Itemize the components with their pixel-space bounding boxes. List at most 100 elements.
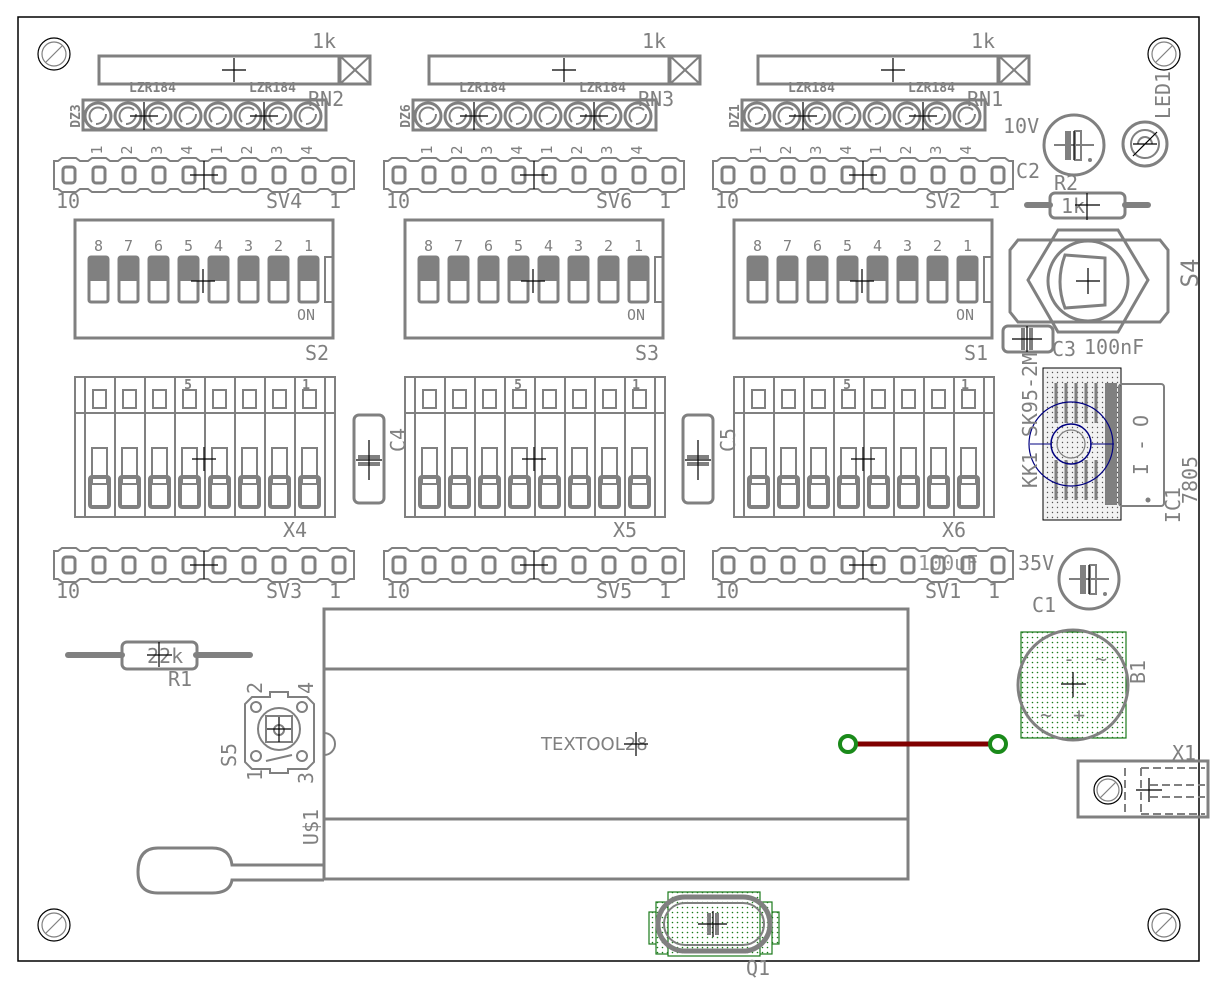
header-pin[interactable] bbox=[571, 165, 587, 185]
jumper-wire bbox=[838, 734, 1008, 754]
resistor-r2[interactable]: 1k R2 bbox=[1024, 171, 1151, 220]
header-pin[interactable] bbox=[930, 555, 946, 575]
capacitor-c5[interactable]: C5 bbox=[681, 413, 740, 505]
led-part-label: LZR184 bbox=[249, 81, 296, 96]
pin-number: 4 bbox=[178, 145, 196, 154]
header-pin[interactable] bbox=[61, 165, 77, 185]
header-right-number: 1 bbox=[659, 579, 671, 603]
header-pin[interactable] bbox=[451, 165, 467, 185]
dip-number: 1 bbox=[634, 237, 643, 255]
header-pin[interactable] bbox=[61, 555, 77, 575]
header-pin[interactable] bbox=[421, 165, 437, 185]
dip-on-label: ON bbox=[956, 306, 974, 324]
crystal-q1[interactable]: Q1 bbox=[648, 891, 780, 980]
header-pin[interactable] bbox=[750, 555, 766, 575]
header-pin[interactable] bbox=[151, 555, 167, 575]
resistor-network[interactable]: 1k bbox=[97, 29, 372, 86]
header-pin[interactable] bbox=[481, 165, 497, 185]
header-pin[interactable] bbox=[810, 555, 826, 575]
slide-mark-5: 5 bbox=[514, 378, 522, 393]
header-pin[interactable] bbox=[331, 165, 347, 185]
header-pin[interactable] bbox=[121, 165, 137, 185]
pushbutton-s5[interactable]: 2 4 1 3 S5 bbox=[217, 682, 318, 784]
header-pin[interactable] bbox=[301, 555, 317, 575]
header-pin[interactable] bbox=[661, 555, 677, 575]
header-pin[interactable] bbox=[750, 165, 766, 185]
dip-number: 2 bbox=[933, 237, 942, 255]
header-pin[interactable] bbox=[271, 555, 287, 575]
capacitor-c2[interactable]: 10V C2 bbox=[1003, 113, 1106, 183]
header-pin[interactable] bbox=[391, 555, 407, 575]
header-pin[interactable] bbox=[301, 165, 317, 185]
regulator-ic1[interactable]: I - O IC1 7805 bbox=[1118, 383, 1202, 523]
resistor-network[interactable]: 1k bbox=[427, 29, 702, 86]
dip-number: 2 bbox=[604, 237, 613, 255]
capacitor-c3[interactable]: C3 100nF bbox=[1001, 324, 1144, 361]
header-pin[interactable] bbox=[900, 165, 916, 185]
header-pin[interactable] bbox=[990, 165, 1006, 185]
header-left-number: 10 bbox=[386, 189, 410, 213]
dip-number: 6 bbox=[154, 237, 163, 255]
dip-number: 5 bbox=[514, 237, 523, 255]
header-pin[interactable] bbox=[930, 165, 946, 185]
header-pin[interactable] bbox=[391, 165, 407, 185]
header-pin[interactable] bbox=[601, 165, 617, 185]
header-pin[interactable] bbox=[631, 165, 647, 185]
header-pin[interactable] bbox=[121, 555, 137, 575]
header-pin[interactable] bbox=[661, 165, 677, 185]
header-pin[interactable] bbox=[571, 555, 587, 575]
header-pin[interactable] bbox=[631, 555, 647, 575]
header-pin[interactable] bbox=[780, 165, 796, 185]
header-pin[interactable] bbox=[91, 555, 107, 575]
header-pin[interactable] bbox=[900, 555, 916, 575]
header-pin[interactable] bbox=[421, 555, 437, 575]
header-pin[interactable] bbox=[601, 555, 617, 575]
resistor-network[interactable]: 1k bbox=[756, 29, 1031, 86]
capacitor-c4[interactable]: C4 bbox=[352, 413, 410, 505]
header-pin[interactable] bbox=[720, 165, 736, 185]
header-pin[interactable] bbox=[451, 555, 467, 575]
led1[interactable]: LED1 bbox=[1121, 71, 1175, 168]
header-pin[interactable] bbox=[960, 555, 976, 575]
header-right-number: 1 bbox=[329, 189, 341, 213]
header-pin[interactable] bbox=[91, 165, 107, 185]
ic1-label: IC1 bbox=[1161, 487, 1185, 523]
header-pin[interactable] bbox=[241, 555, 257, 575]
header-pin[interactable] bbox=[960, 165, 976, 185]
header-pin[interactable] bbox=[271, 165, 287, 185]
switch-s4[interactable]: S4 bbox=[1008, 228, 1204, 334]
capacitor-c1[interactable]: 35V C1 100uF bbox=[918, 547, 1121, 617]
bridge-rectifier-b1[interactable]: - ~ ~ + B1 bbox=[1016, 628, 1150, 742]
resistor-r1[interactable]: 22k R1 bbox=[65, 640, 253, 691]
header-pin[interactable] bbox=[331, 555, 347, 575]
pin-number: 4 bbox=[957, 145, 975, 154]
header-pin[interactable] bbox=[241, 165, 257, 185]
zif-socket-u1[interactable]: TEXTOOL28 U$1 bbox=[136, 607, 910, 895]
dip-number: 6 bbox=[484, 237, 493, 255]
header-name: SV4 bbox=[266, 189, 302, 213]
dip-number: 4 bbox=[873, 237, 882, 255]
header-pin[interactable] bbox=[151, 165, 167, 185]
heatsink-kk1[interactable]: KK1 SK95-2M bbox=[1018, 353, 1122, 521]
connector-x1[interactable]: X1 bbox=[1076, 741, 1210, 819]
header-pin[interactable] bbox=[990, 555, 1006, 575]
header-pin[interactable] bbox=[780, 555, 796, 575]
header-pin[interactable] bbox=[810, 165, 826, 185]
header-pin[interactable] bbox=[720, 555, 736, 575]
header-pin[interactable] bbox=[481, 555, 497, 575]
